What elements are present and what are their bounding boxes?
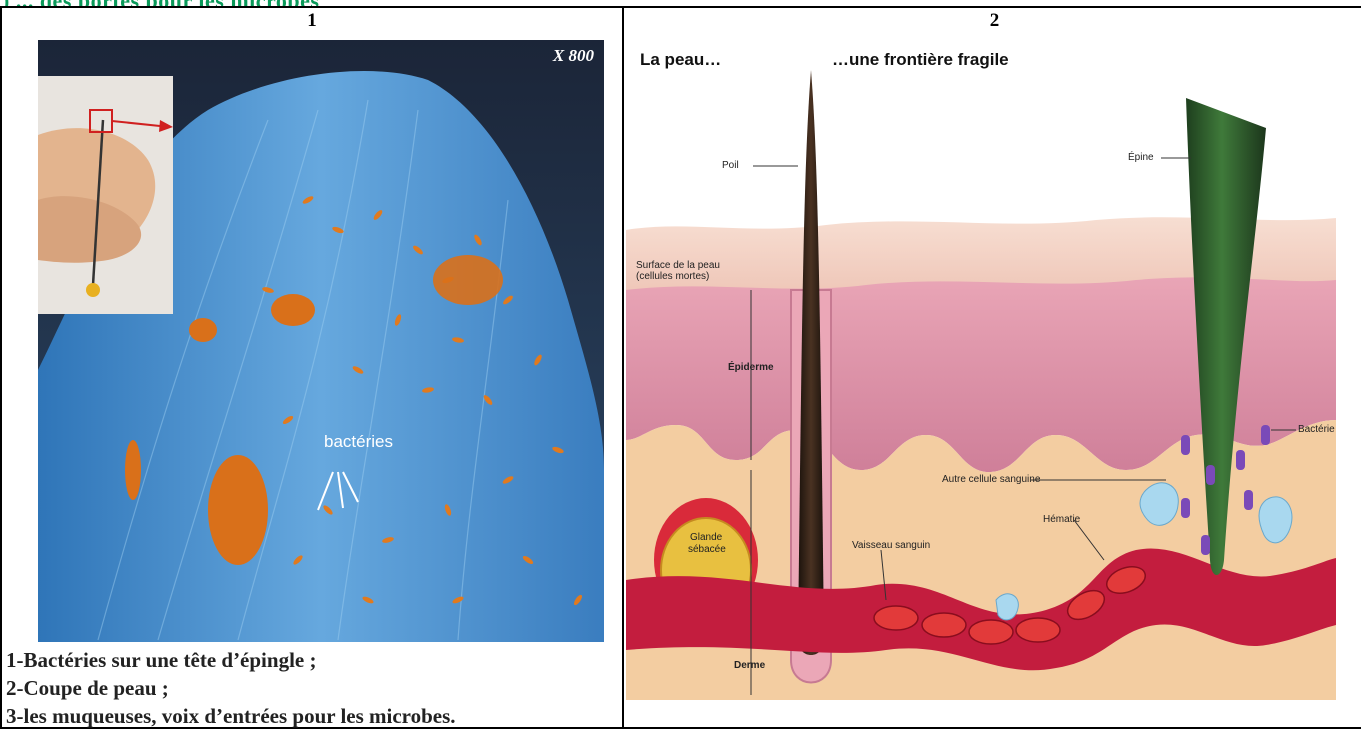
caption-1: 1-Bactéries sur une tête d’épingle ; — [6, 646, 456, 674]
label-glande-1: Glande — [690, 532, 722, 543]
figure2-image: La peau… …une frontière fragile Poil Épi… — [626, 40, 1336, 700]
label-derme: Derme — [734, 660, 765, 671]
figure-captions: 1-Bactéries sur une tête d’épingle ; 2-C… — [6, 646, 456, 730]
figure1-image: X 800 bactéries — [38, 40, 604, 642]
pin-head-micrograph — [38, 40, 604, 642]
label-glande-2: sébacée — [688, 544, 726, 555]
label-epine: Épine — [1128, 152, 1154, 163]
caption-2: 2-Coupe de peau ; — [6, 674, 456, 702]
label-autre-cellule: Autre cellule sanguine — [942, 474, 1040, 485]
diagram-title-left: La peau… — [640, 50, 721, 70]
figure-table: 1 — [0, 6, 1361, 729]
label-poil: Poil — [722, 160, 739, 171]
label-epiderme: Épiderme — [728, 362, 774, 373]
figure1-number: 1 — [2, 11, 622, 31]
label-surface-sub: (cellules mortes) — [636, 271, 709, 282]
label-hematie: Hématie — [1043, 514, 1080, 525]
label-bacterie: Bactérie — [1298, 424, 1335, 435]
bacteria-label: bactéries — [324, 432, 393, 452]
diagram-title-right: …une frontière fragile — [832, 50, 1009, 70]
caption-3: 3-les muqueuses, voix d’entrées pour les… — [6, 702, 456, 730]
figure1-cell: 1 — [1, 7, 623, 728]
label-surface: Surface de la peau — [636, 260, 720, 271]
figure2-number: 2 — [624, 11, 1361, 31]
figure2-cell: 2 — [623, 7, 1361, 728]
magnification-label: X 800 — [553, 46, 594, 66]
label-vaisseau: Vaisseau sanguin — [852, 540, 930, 551]
